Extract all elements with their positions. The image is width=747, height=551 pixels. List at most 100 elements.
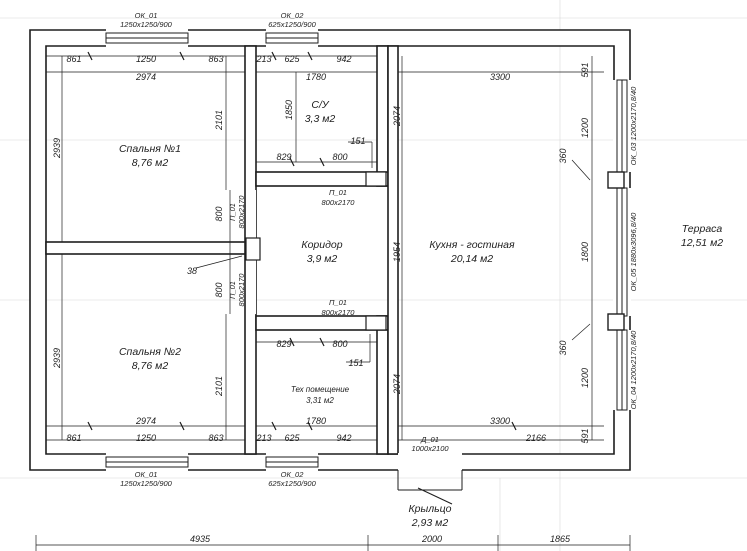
bathroom-name: С/У — [311, 99, 330, 111]
corridor-area: 3,9 м2 — [307, 253, 338, 265]
dimension-lines — [35, 55, 631, 551]
door-p01-b-size: 800х2170 — [237, 195, 246, 229]
ok02-bottom-size: 625х1250/900 — [268, 479, 316, 488]
opening-labels: ОК_01 1250х1250/900 ОК_02 625х1250/900 О… — [120, 11, 449, 488]
dim-829-top: 829 — [276, 152, 291, 162]
bedroom1-name: Спальня №1 — [119, 143, 181, 155]
dim-942-bottom: 942 — [336, 433, 351, 443]
dim-4935: 4935 — [190, 534, 211, 544]
dim-1780-bottom: 1780 — [306, 416, 326, 426]
bedroom1-area: 8,76 м2 — [132, 157, 169, 169]
ok02-top-size: 625х1250/900 — [268, 20, 316, 29]
dim-2939-bottom: 2939 — [52, 348, 62, 369]
ok02-top-code: ОК_02 — [281, 11, 305, 20]
dimension-values: 861 1250 863 213 625 942 2974 1780 3300 … — [66, 54, 571, 544]
dim-625-top: 625 — [284, 54, 300, 64]
dim-1200-bottom: 1200 — [580, 368, 590, 388]
room-labels: Спальня №1 8,76 м2 С/У 3,3 м2 Коридор 3,… — [119, 99, 723, 529]
windows — [105, 32, 628, 468]
dim-2939-top: 2939 — [52, 138, 62, 159]
dim-863-bottom: 863 — [208, 433, 223, 443]
ok01-bottom-size: 1250х1250/900 — [120, 479, 173, 488]
porch-outline — [397, 470, 463, 505]
ok03-label: ОК_03 1200х2170,8/40 — [629, 86, 638, 165]
dim-2974-bottom: 2974 — [135, 416, 156, 426]
dim-800-bottom: 800 — [332, 339, 347, 349]
dim-1250-bottom: 1250 — [136, 433, 156, 443]
door-p01-c-code: П_01 — [329, 298, 347, 307]
door-p01-b-code: П_01 — [228, 203, 237, 221]
dim-2101-top: 2101 — [214, 110, 224, 131]
dim-1250-top: 1250 — [136, 54, 156, 64]
tech-name: Тех помещение — [291, 385, 350, 394]
door-p01-d-code: П_01 — [228, 281, 237, 299]
dim-2000: 2000 — [421, 534, 442, 544]
dim-1954: 1954 — [392, 242, 402, 262]
dim-800-v-top: 800 — [214, 206, 224, 221]
dim-213-top: 213 — [255, 54, 271, 64]
dim-861-top: 861 — [66, 54, 81, 64]
dim-3300-bottom: 3300 — [490, 416, 510, 426]
kitchen-name: Кухня - гостиная — [429, 239, 515, 251]
dim-3300-top: 3300 — [490, 72, 510, 82]
dim-591-top: 591 — [580, 62, 590, 77]
doors — [245, 171, 387, 331]
dim-2074-bottom: 2074 — [392, 374, 402, 395]
ok01-top-code: ОК_01 — [135, 11, 158, 20]
wall-kitchen-left — [387, 45, 399, 455]
bathroom-area: 3,3 м2 — [305, 113, 336, 125]
dim-591-bottom: 591 — [580, 428, 590, 443]
terrace-area: 12,51 м2 — [681, 237, 723, 249]
tech-area: 3,31 м2 — [306, 396, 334, 405]
porch-area: 2,93 м2 — [411, 517, 449, 529]
wall-tech-right — [376, 315, 389, 455]
ok01-bottom-code: ОК_01 — [135, 470, 158, 479]
opening-labels-vertical: П_01 800х2170 П_01 800х2170 ОК_03 1200х2… — [228, 86, 638, 409]
dim-1200-top: 1200 — [580, 118, 590, 138]
dim-38: 38 — [187, 266, 197, 276]
dim-861-bottom: 861 — [66, 433, 81, 443]
ok04-label: ОК_04 1200х2170,8/40 — [629, 330, 638, 409]
wall-bathroom-right — [376, 45, 389, 187]
dim-625-bottom: 625 — [284, 433, 300, 443]
dim-1780-top: 1780 — [306, 72, 326, 82]
bedroom2-area: 8,76 м2 — [132, 360, 169, 372]
door-p01-a-code: П_01 — [329, 188, 347, 197]
dim-1865: 1865 — [550, 534, 571, 544]
dim-2974-top: 2974 — [135, 72, 156, 82]
dimension-values-vertical: 2939 2101 800 800 1850 2074 1954 2074 29… — [52, 62, 590, 443]
dim-942-top: 942 — [336, 54, 351, 64]
dim-800-top: 800 — [332, 152, 347, 162]
outer-wall — [29, 29, 631, 471]
dim-829-bottom: 829 — [276, 339, 291, 349]
dim-360-top: 360 — [558, 148, 568, 163]
dim-2166: 2166 — [525, 433, 546, 443]
door-d01-size: 1000х2100 — [411, 444, 449, 453]
kitchen-area: 20,14 м2 — [450, 253, 493, 265]
bedroom2-name: Спальня №2 — [119, 346, 181, 358]
dim-360-bottom: 360 — [558, 340, 568, 355]
door-p01-d-size: 800х2170 — [237, 273, 246, 307]
terrace-name: Терраса — [682, 223, 723, 235]
dim-800-v-bottom: 800 — [214, 282, 224, 297]
dim-151-bottom: 151 — [348, 358, 363, 368]
ok02-bottom-code: ОК_02 — [281, 470, 305, 479]
door-p01-a-size: 800х2170 — [322, 198, 356, 207]
dim-1850: 1850 — [284, 100, 294, 120]
door-p01-c-size: 800х2170 — [322, 308, 356, 317]
dim-2101-bottom: 2101 — [214, 376, 224, 397]
dim-213-bottom: 213 — [255, 433, 271, 443]
ok05-label: ОК_05 1880х3096,8/40 — [629, 212, 638, 291]
corridor-name: Коридор — [301, 239, 342, 251]
dim-863-top: 863 — [208, 54, 223, 64]
wall-bedroom-divider — [45, 241, 246, 255]
door-d01-code: Д_01 — [420, 435, 439, 444]
ok01-top-size: 1250х1250/900 — [120, 20, 173, 29]
dim-151-top: 151 — [350, 136, 365, 146]
dim-1800: 1800 — [580, 242, 590, 262]
porch-name: Крыльцо — [408, 503, 451, 515]
dimension-ticks — [87, 51, 517, 431]
dim-2074-top: 2074 — [392, 106, 402, 127]
